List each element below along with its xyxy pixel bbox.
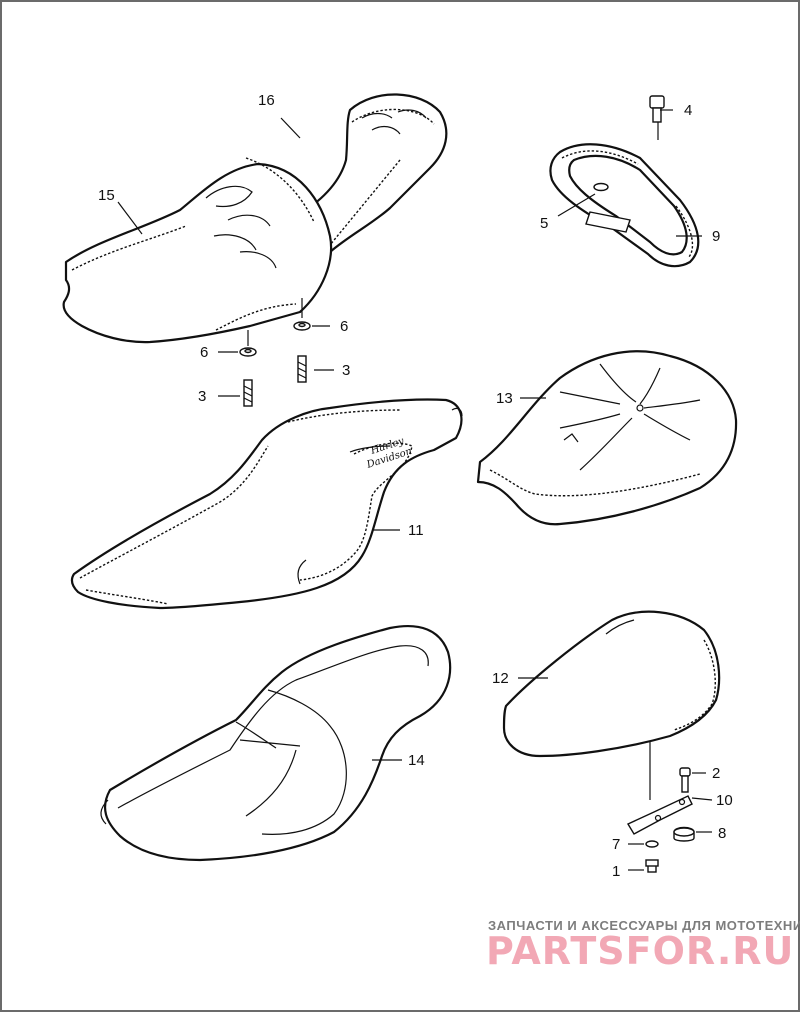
seat-11: Harley Davidson <box>70 398 463 610</box>
seat-15-16 <box>62 93 448 344</box>
callout-15: 15 <box>98 187 115 204</box>
watermark: ЗАПЧАСТИ И АКСЕССУАРЫ ДЛЯ МОТОТЕХНИКИ PA… <box>486 918 800 973</box>
leader-lines <box>117 109 713 871</box>
strap-9 <box>549 95 700 268</box>
callout-2: 2 <box>712 765 720 782</box>
callout-13: 13 <box>496 390 513 407</box>
watermark-logo: PARTSFOR.RU <box>486 929 794 973</box>
callout-5: 5 <box>540 215 548 232</box>
seat-13 <box>476 350 738 526</box>
callout-10: 10 <box>716 792 733 809</box>
callout-7: 7 <box>612 836 620 853</box>
hardware-3-6-left <box>239 321 311 407</box>
watermark-tagline: ЗАПЧАСТИ И АКСЕССУАРЫ ДЛЯ МОТОТЕХНИКИ <box>488 918 800 933</box>
callout-9: 9 <box>712 228 720 245</box>
callout-1: 1 <box>612 863 620 880</box>
callout-12: 12 <box>492 670 509 687</box>
hardware-1-2-7-8 <box>645 767 695 873</box>
callout-labels: 16 15 4 5 9 6 6 3 3 13 11 12 14 2 10 8 7… <box>98 92 733 880</box>
callout-6-right: 6 <box>340 318 348 335</box>
callout-3-left: 3 <box>198 388 206 405</box>
seat-14 <box>100 624 452 862</box>
callout-3-right: 3 <box>342 362 350 379</box>
callout-16: 16 <box>258 92 275 109</box>
callout-4: 4 <box>684 102 692 119</box>
seat-12 <box>502 610 721 835</box>
callout-14: 14 <box>408 752 425 769</box>
callout-11: 11 <box>408 522 424 539</box>
callout-6-left: 6 <box>200 344 208 361</box>
callout-8: 8 <box>718 825 726 842</box>
